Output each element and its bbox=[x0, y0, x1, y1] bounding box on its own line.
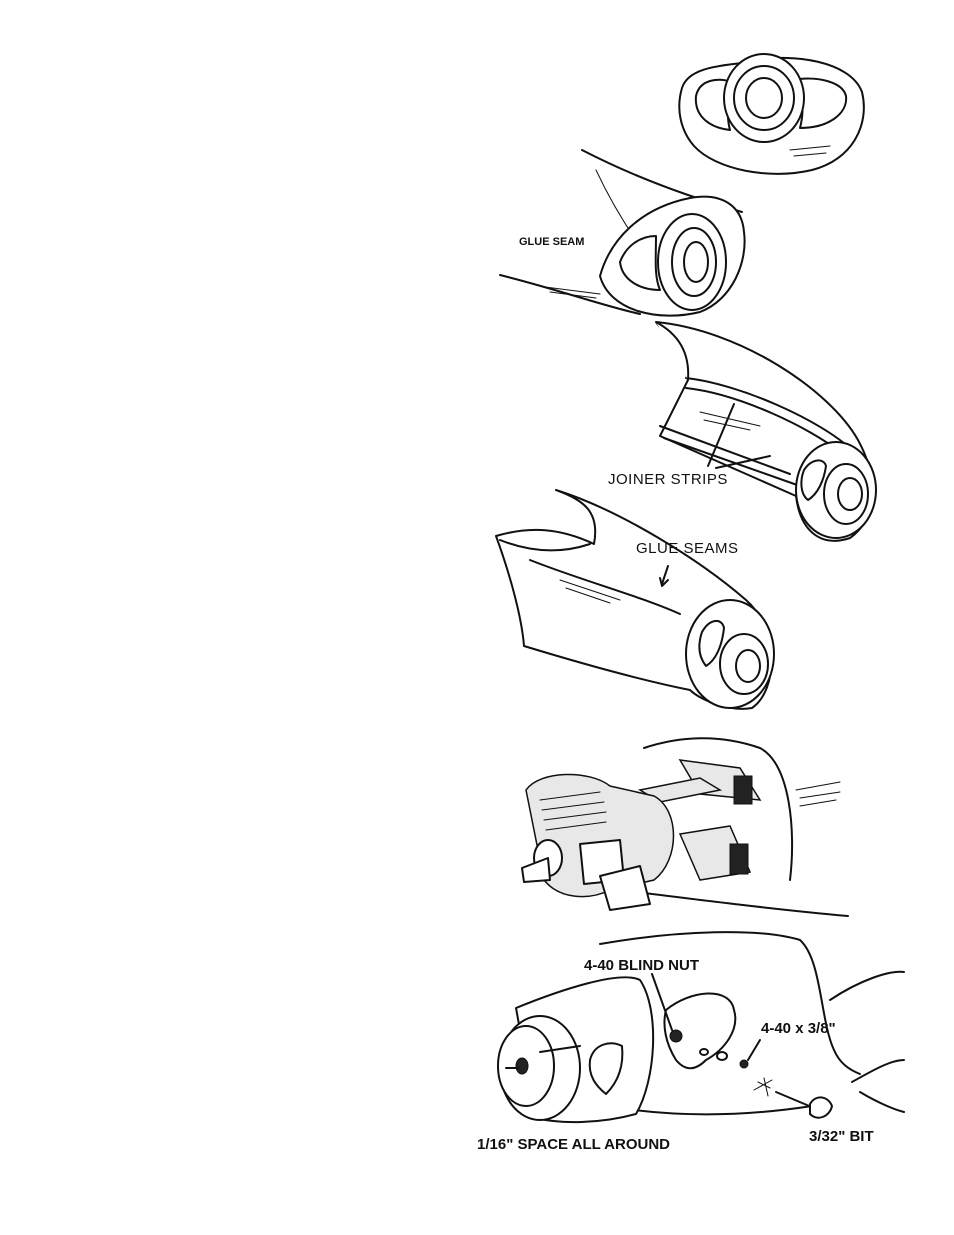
glue-seam-label: GLUE SEAM bbox=[519, 236, 585, 248]
assembled-cowl-figure bbox=[495, 489, 775, 710]
spacing-label: 1/16" SPACE ALL AROUND bbox=[477, 1136, 670, 1153]
blind-nut-label: 4-40 BLIND NUT bbox=[584, 957, 700, 974]
cowl-half-joiner-figure bbox=[655, 321, 877, 542]
engine-mount-figure bbox=[521, 737, 849, 917]
fuselage-ring-figure bbox=[499, 149, 746, 317]
screw-label: 4-40 x 3/8" bbox=[761, 1020, 836, 1037]
cowl-mounting-figure bbox=[497, 931, 905, 1124]
nose-ring-figure bbox=[678, 53, 865, 175]
drill-bit-label: 3/32" BIT bbox=[809, 1128, 874, 1145]
joiner-strips-label: JOINER STRIPS bbox=[608, 471, 728, 488]
glue-seams-label: GLUE SEAMS bbox=[636, 540, 739, 557]
